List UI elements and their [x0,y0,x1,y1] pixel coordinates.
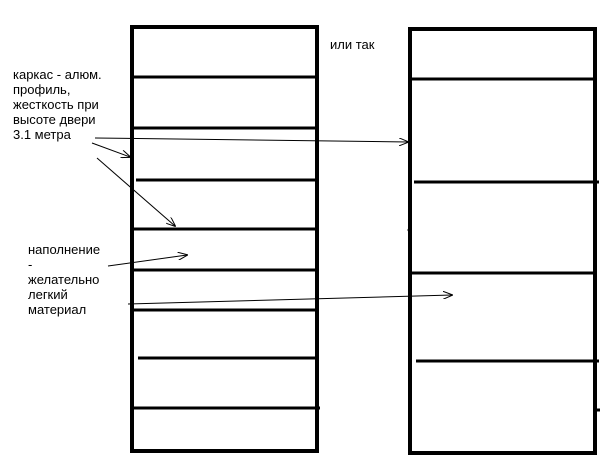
ink-dot [407,228,411,232]
right-door-panel [407,27,600,455]
right-door-frame [408,27,597,455]
frame-note: каркас - алюм. профиль, жесткость при вы… [13,67,102,142]
arrow-to-right-panel [127,295,452,305]
left-door-frame [130,25,319,453]
fill-note-arrows [107,255,452,305]
frame-note-arrows [91,137,408,226]
arrow-to-right-door [94,137,408,142]
arrow-to-left-rail [96,157,175,226]
arrow-to-left-frame [91,142,130,157]
left-door-panel [130,25,320,453]
fill-note: наполнение - желательно легкий материал [28,242,101,317]
arrow-to-left-panel [107,255,187,267]
alternative-note: или так [330,37,375,52]
